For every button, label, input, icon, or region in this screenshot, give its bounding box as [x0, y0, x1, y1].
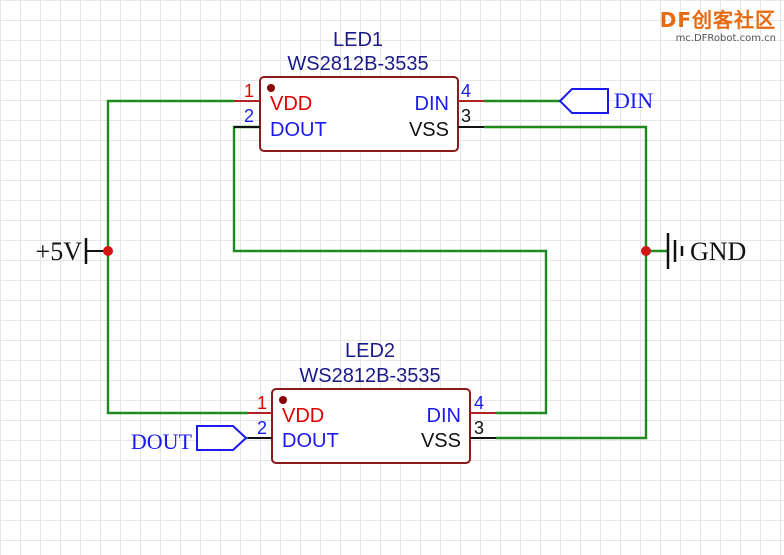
logo-url: mc.DFRobot.com.cn	[675, 33, 776, 44]
wire-gnd-vss[interactable]	[484, 125, 648, 440]
led2-body[interactable]	[271, 388, 471, 464]
gnd-power-symbol[interactable]: GND	[641, 233, 746, 269]
dout-net-port[interactable]: DOUT	[131, 425, 248, 454]
led2-pin4-name: DIN	[427, 405, 461, 427]
led1-pin1-marker	[267, 84, 275, 92]
vcc-net-label: +5V	[36, 237, 83, 266]
led1-pin1-num: 1	[244, 81, 254, 101]
led2-pin2-num: 2	[257, 418, 267, 438]
vcc-power-symbol[interactable]: +5V	[36, 237, 113, 266]
led2-pin1-name: VDD	[282, 405, 324, 427]
led2-pin3-name: VSS	[421, 430, 461, 452]
dfrobot-logo: DF创客社区 mc.DFRobot.com.cn	[660, 4, 776, 44]
led2-pin1-num: 1	[257, 393, 267, 413]
wire-5v-led1-vdd[interactable]	[106, 99, 248, 415]
led2-component[interactable]: LED2 WS2812B-3535 1 2 4 3 VDD DOUT DIN V…	[248, 340, 496, 464]
led2-pin4-num: 4	[474, 393, 484, 413]
led1-pin4-num: 4	[461, 81, 471, 101]
din-port-flag[interactable]	[558, 88, 609, 114]
led1-pin2-name: DOUT	[270, 119, 327, 141]
logo-brand: DF创客社区	[659, 8, 776, 32]
led1-pin3-name: VSS	[409, 119, 449, 141]
dout-port-flag[interactable]	[196, 425, 248, 451]
din-net-label: DIN	[614, 88, 653, 113]
vcc-junction	[103, 246, 113, 256]
gnd-net-label: GND	[690, 237, 746, 266]
led1-pin3-num: 3	[461, 106, 471, 126]
led2-pin3-num: 3	[474, 418, 484, 438]
led2-pin2-name: DOUT	[282, 430, 339, 452]
din-net-port[interactable]: DIN	[558, 88, 653, 114]
led2-part: WS2812B-3535	[299, 365, 440, 387]
led1-ref: LED1	[333, 29, 383, 51]
led1-pin1-name: VDD	[270, 93, 312, 115]
dout-net-label: DOUT	[131, 429, 193, 454]
led1-pin4-name: DIN	[415, 93, 449, 115]
led1-part: WS2812B-3535	[287, 53, 428, 75]
led1-body[interactable]	[259, 76, 459, 152]
led1-pin2-num: 2	[244, 106, 254, 126]
led1-component[interactable]: LED1 WS2812B-3535 1 2 4 3 VDD DOUT DIN V…	[234, 29, 484, 152]
gnd-junction	[641, 246, 651, 256]
led2-ref: LED2	[345, 340, 395, 362]
led2-pin1-marker	[279, 396, 287, 404]
